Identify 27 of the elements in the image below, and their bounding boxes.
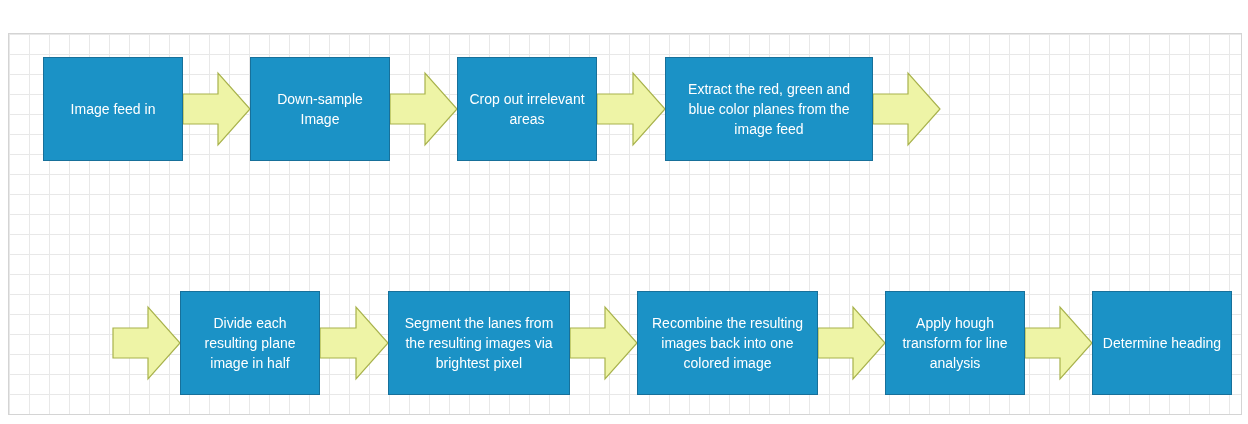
block-arrow	[817, 305, 886, 381]
step-label: Divide each resulting plane image in half	[203, 314, 297, 373]
block-arrow	[389, 71, 458, 147]
process-box	[388, 291, 570, 395]
step-label: Apply hough transform for line analysis	[901, 314, 1009, 373]
step-label: Extract the red, green and blue color planes from the image feed	[687, 80, 851, 139]
process-box	[457, 57, 597, 161]
process-box	[637, 291, 818, 395]
step-label: Recombine the resulting images back into one colored image	[651, 314, 804, 373]
step-label: Down-sample Image	[276, 90, 364, 129]
process-box	[180, 291, 320, 395]
block-arrow	[182, 71, 251, 147]
process-box	[43, 57, 183, 161]
process-box	[250, 57, 390, 161]
step-label: Image feed in	[70, 100, 156, 119]
block-arrow	[1024, 305, 1093, 381]
process-box	[1092, 291, 1232, 395]
step-label: Determine heading	[1102, 334, 1222, 353]
process-box	[665, 57, 873, 161]
step-label: Crop out irrelevant areas	[468, 90, 586, 129]
block-arrow	[569, 305, 638, 381]
block-arrow	[319, 305, 389, 381]
block-arrow	[872, 71, 941, 147]
block-arrow	[112, 305, 181, 381]
step-label: Segment the lanes from the resulting images via brightest pixel	[403, 314, 555, 373]
process-box	[885, 291, 1025, 395]
block-arrow	[596, 71, 666, 147]
